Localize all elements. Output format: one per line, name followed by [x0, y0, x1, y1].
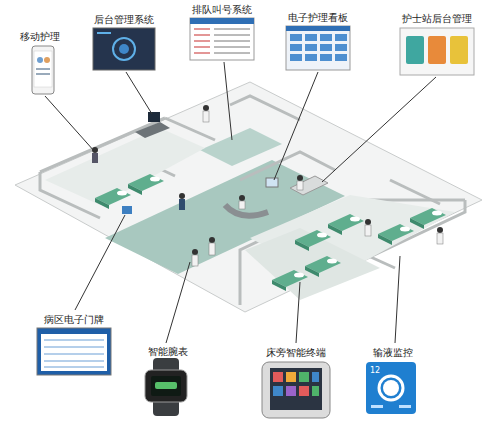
office-desk [290, 176, 328, 195]
leader-lines [45, 62, 436, 343]
system-label: 后台管理系统 [93, 14, 155, 26]
infusion-monitor [366, 362, 416, 414]
admin-monitor [93, 28, 155, 70]
door-plate [122, 206, 132, 214]
ward-floor [45, 128, 205, 205]
walls [40, 96, 465, 305]
beds [95, 174, 446, 291]
ward-floor [245, 228, 380, 300]
corridor-floor [200, 128, 282, 166]
device-label: 床旁智能终端 [265, 347, 327, 359]
device-label: 智能腕表 [147, 346, 189, 358]
floor-base [15, 82, 482, 312]
nurse-desk [225, 205, 268, 216]
people [92, 105, 443, 266]
system-label: 排队叫号系统 [191, 4, 253, 16]
nurse-station-screen [400, 28, 474, 75]
admin-desk [135, 122, 170, 138]
admin-screen [148, 112, 160, 122]
mobile-phone [32, 46, 54, 94]
bedside-terminal [262, 362, 330, 418]
nursing-board [286, 26, 350, 70]
system-label: 护士站后台管理 [401, 13, 473, 25]
screen-number: 12 [370, 366, 380, 375]
smart-watch [145, 358, 187, 416]
device-label: 输液监控 [372, 347, 414, 359]
queue-screen [190, 18, 254, 60]
device-label: 病区电子门牌 [43, 314, 105, 326]
system-label: 电子护理看板 [287, 12, 349, 24]
device-label: 移动护理 [19, 31, 61, 43]
ward-door-sign [37, 328, 111, 375]
wall-board [266, 178, 278, 187]
